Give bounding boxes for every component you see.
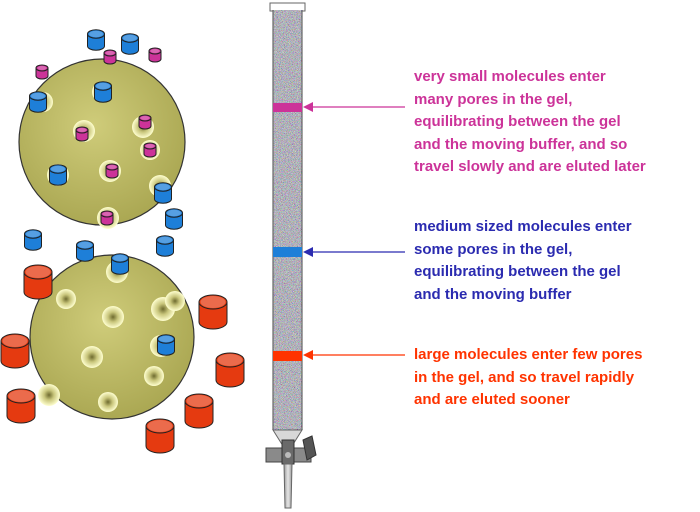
small-molecule xyxy=(138,114,152,130)
medium-molecule xyxy=(157,334,175,356)
small-molecule xyxy=(35,64,49,80)
medium-molecule xyxy=(165,208,183,230)
medium-molecule xyxy=(29,91,47,113)
small-molecule xyxy=(100,210,114,226)
pore xyxy=(144,366,164,386)
arrow-large xyxy=(303,350,405,360)
small-molecule-band xyxy=(273,103,302,112)
arrow-medium xyxy=(303,247,405,257)
small-molecule xyxy=(103,49,117,65)
molecules xyxy=(0,29,245,454)
large-molecule-band xyxy=(273,351,302,361)
medium-molecule xyxy=(156,235,174,257)
medium-molecule xyxy=(49,164,67,186)
pore xyxy=(102,306,124,328)
medium-molecule xyxy=(87,29,105,51)
gel-matrix xyxy=(273,10,302,430)
large-molecule xyxy=(0,333,30,369)
large-molecules-annotation: large molecules enter few pores in the ge… xyxy=(414,344,642,412)
large-annotation-line: and are eluted sooner xyxy=(414,391,570,408)
column-outlet xyxy=(283,463,293,509)
small-molecule xyxy=(75,126,89,142)
medium-annotation-line: equilibrating between the gel xyxy=(414,263,621,280)
medium-annotation-line: some pores in the gel, xyxy=(414,240,573,258)
medium-annotation-line: and the moving buffer xyxy=(414,285,572,303)
pore xyxy=(165,291,185,311)
chromatography-column-icon xyxy=(269,2,306,447)
small-molecule xyxy=(143,142,157,158)
large-molecule xyxy=(184,393,214,429)
large-molecule xyxy=(145,418,175,454)
medium-molecule xyxy=(76,240,94,262)
medium-molecules-annotation: medium sized molecules enter some pores i… xyxy=(414,216,632,306)
small-annotation-line: and the moving buffer, and so xyxy=(414,135,628,153)
medium-molecule-band xyxy=(273,247,302,257)
large-annotation-line: large molecules enter few pores xyxy=(414,346,643,363)
small-annotation-line: many pores in the gel, xyxy=(414,90,573,108)
large-molecule xyxy=(6,388,36,424)
large-molecule xyxy=(198,294,228,330)
pore xyxy=(38,384,60,406)
pore xyxy=(81,346,103,368)
pore xyxy=(98,392,118,412)
medium-molecule xyxy=(111,253,129,275)
small-annotation-line: equilibrating between the gel xyxy=(414,113,621,130)
stopcock-icon xyxy=(265,435,317,465)
pore xyxy=(56,289,76,309)
medium-annotation-line: medium sized molecules enter xyxy=(414,218,632,235)
medium-molecule xyxy=(154,182,172,204)
small-molecule xyxy=(148,47,162,63)
large-molecule xyxy=(215,352,245,388)
small-molecule xyxy=(105,163,119,179)
small-annotation-line: very small molecules enter xyxy=(414,68,606,85)
medium-molecule xyxy=(24,229,42,251)
small-annotation-line: travel slowly and are eluted later xyxy=(414,158,646,175)
medium-molecule xyxy=(121,33,139,55)
large-annotation-line: in the gel, and so travel rapidly xyxy=(414,368,635,386)
arrow-small xyxy=(303,102,405,112)
medium-molecule xyxy=(94,81,112,103)
large-molecule xyxy=(23,264,53,300)
small-molecules-annotation: very small molecules enter many pores in … xyxy=(414,66,646,179)
